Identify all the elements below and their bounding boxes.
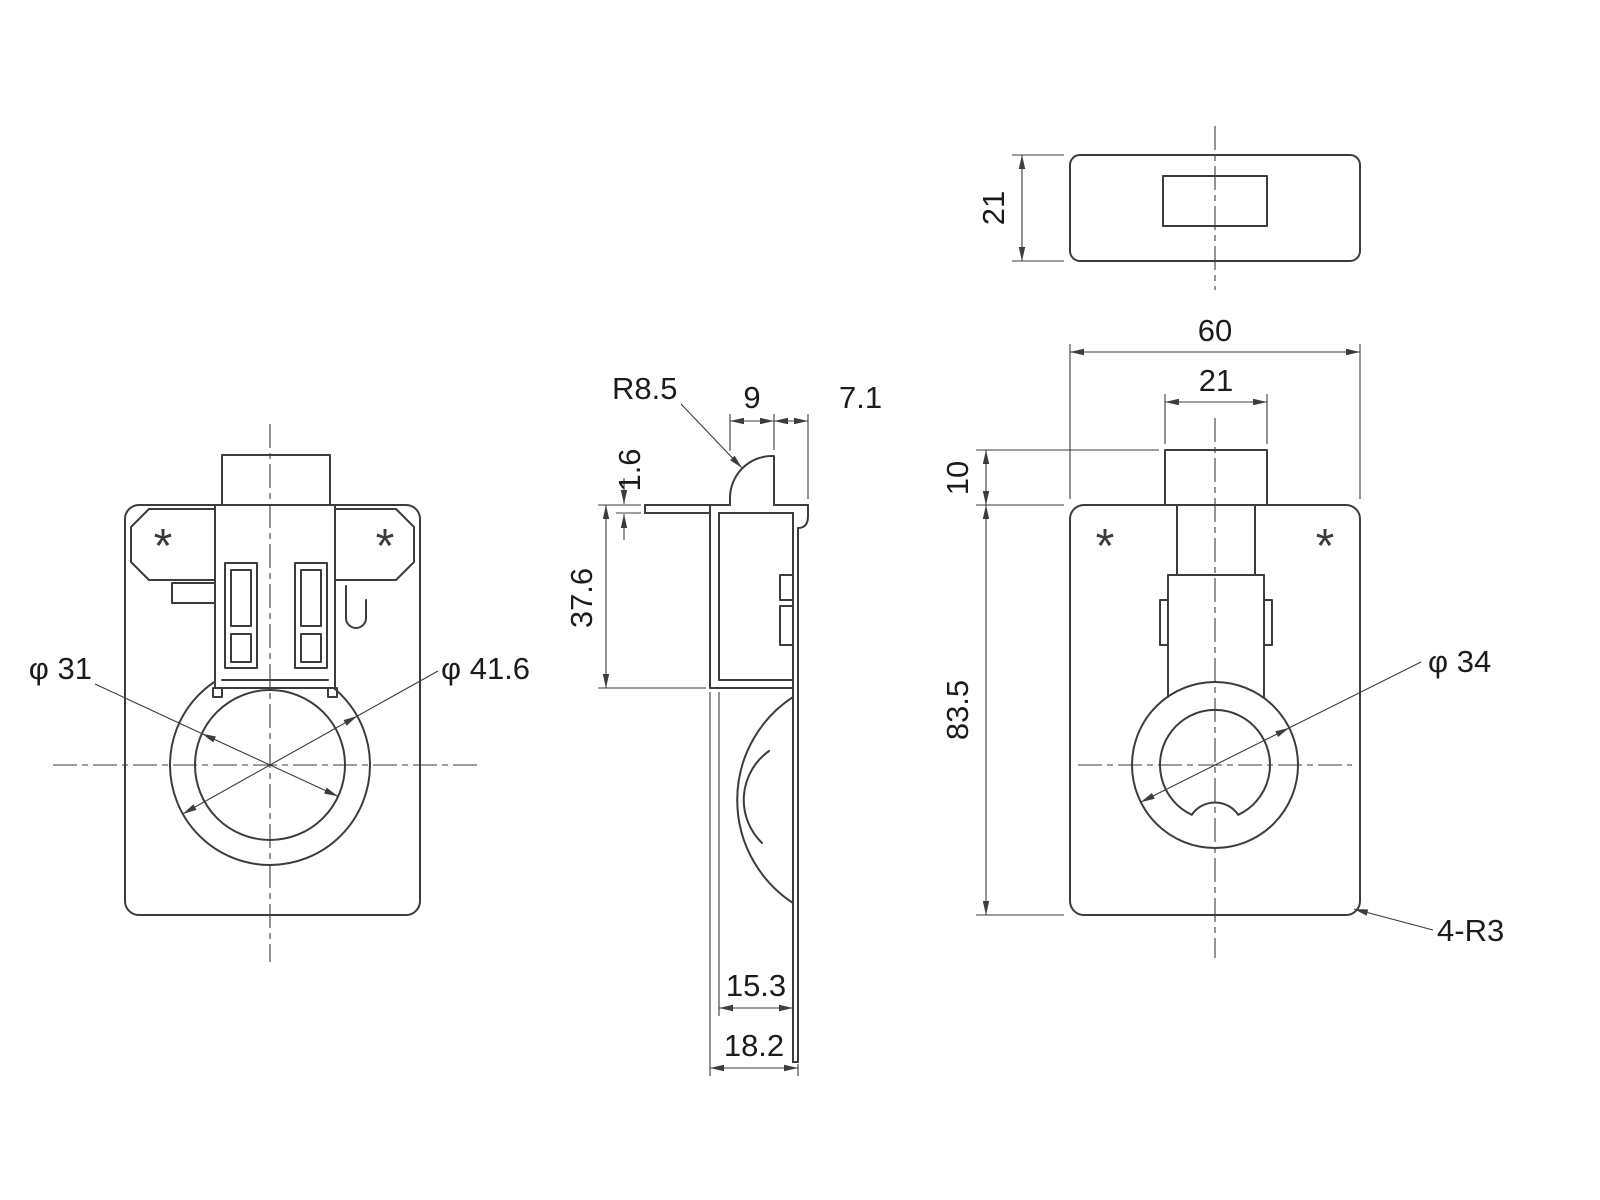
plate-back-face <box>797 504 809 1063</box>
side-view-outline <box>644 455 809 1063</box>
contact-slot-left <box>224 562 258 669</box>
dim-label-top-depth: 21 <box>976 191 1011 225</box>
dim-label-plate-thickness: 1.6 <box>612 448 647 491</box>
dim-label-body-height: 37.6 <box>564 568 599 628</box>
dim-label-back-tab-width: 21 <box>1199 363 1233 398</box>
asterisk-mark: * <box>1096 520 1115 573</box>
dim-body-height: 37.6 <box>564 505 706 689</box>
dim-back-tab-width: 21 <box>1164 363 1268 444</box>
contact-slot-right <box>294 562 328 669</box>
dim-label-boss-diameter: φ 34 <box>1428 644 1491 679</box>
front-view: * * φ 31 φ 41.6 <box>29 424 530 962</box>
dim-label-back-width: 60 <box>1198 313 1232 348</box>
dim-label-front-inner-diameter: φ 31 <box>29 651 92 686</box>
dim-label-inner-depth: 15.3 <box>726 968 786 1003</box>
dim-label-bend-radius: R8.5 <box>612 371 677 406</box>
dim-label-back-height: 83.5 <box>940 680 975 740</box>
boss-side-silhouette <box>736 696 794 904</box>
dim-label-front-outer-diameter: φ 41.6 <box>441 651 530 686</box>
back-view-tab <box>1164 449 1268 506</box>
dim-back-offset: 7.1 <box>774 380 882 499</box>
asterisk-mark: * <box>154 520 173 573</box>
back-view: * * 60 21 10 83.5 φ 34 <box>940 313 1504 958</box>
dim-front-outer-diameter: φ 41.6 <box>182 651 530 815</box>
front-view-tab <box>221 454 331 506</box>
dim-back-tab-height: 10 <box>940 449 1159 506</box>
dim-label-back-offset: 7.1 <box>839 380 882 415</box>
dim-boss-diameter: φ 34 <box>1140 644 1491 803</box>
dim-label-corner-radius: 4-R3 <box>1437 913 1504 948</box>
dim-label-back-tab-height: 10 <box>940 461 975 495</box>
front-view-chamfered-band <box>130 508 415 581</box>
bend-tab-profile <box>729 455 775 506</box>
dim-plate-thickness: 1.6 <box>598 448 647 540</box>
dim-back-height: 83.5 <box>940 505 1064 916</box>
body-foot-left <box>212 687 223 698</box>
dim-label-total-depth: 18.2 <box>724 1028 784 1063</box>
dim-total-depth: 18.2 <box>709 692 799 1076</box>
body-foot-right <box>327 687 338 698</box>
top-view: 21 <box>976 126 1361 290</box>
dim-label-tab-depth: 9 <box>743 380 760 415</box>
dim-bend-radius: R8.5 <box>612 371 743 469</box>
dim-corner-radius: 4-R3 <box>1353 908 1504 948</box>
dim-back-width: 60 <box>1069 313 1361 499</box>
asterisk-mark: * <box>376 520 395 573</box>
dim-tab-depth: 9 <box>729 380 775 451</box>
asterisk-mark: * <box>1316 520 1335 573</box>
terminal-hook <box>345 585 367 629</box>
top-view-tab-hole <box>1162 175 1268 227</box>
boss-side-detail <box>742 750 770 844</box>
dim-top-depth: 21 <box>976 154 1064 262</box>
side-step <box>171 582 216 604</box>
top-view-outline <box>1069 154 1361 262</box>
side-view: R8.5 9 7.1 1.6 37.6 15.3 <box>564 371 882 1076</box>
dim-inner-depth: 15.3 <box>718 692 793 1016</box>
switch-body <box>214 504 336 689</box>
